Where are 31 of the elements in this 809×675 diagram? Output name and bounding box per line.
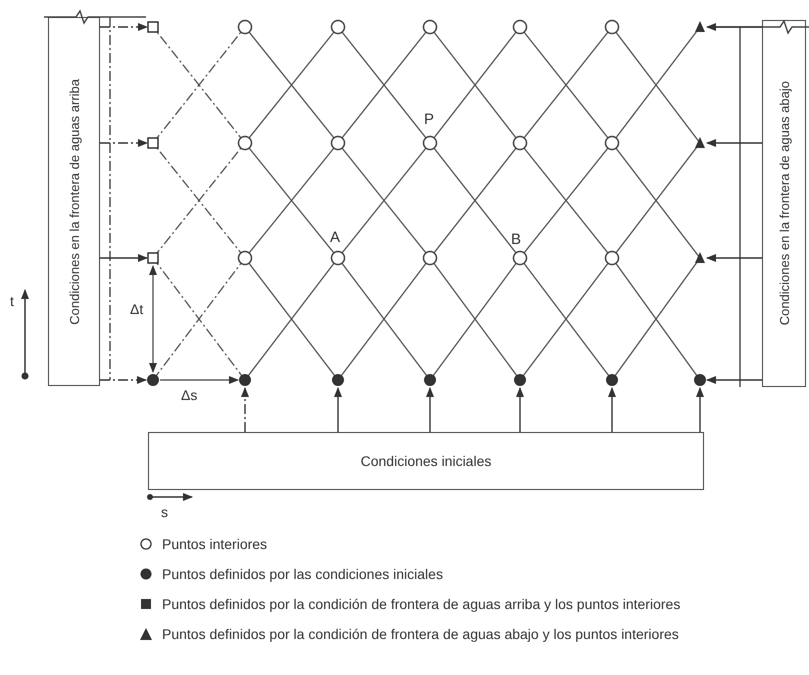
- box-text: Condiciones en la frontera de aguas abajo: [776, 81, 792, 326]
- point-label: A: [330, 230, 340, 245]
- legend-text: Puntos interiores: [162, 536, 268, 552]
- arrow: [100, 376, 147, 384]
- box-text: Condiciones en la frontera de aguas arriba: [66, 78, 82, 324]
- legend-text: Puntos definidos por la condición de frontera de aguas abajo y los puntos interiores: [162, 626, 679, 642]
- point-label: P: [424, 112, 434, 127]
- arrow: [100, 254, 148, 262]
- arrow: [100, 23, 148, 31]
- arrow: [334, 387, 342, 432]
- text-box: [48, 17, 100, 386]
- arrow: [706, 376, 762, 384]
- dimension-label: Δs: [181, 388, 198, 402]
- text-box: [148, 432, 704, 490]
- axis-label: t: [10, 294, 14, 308]
- axis-label: s: [161, 505, 168, 519]
- box-text: Condiciones iniciales: [360, 453, 492, 469]
- legend-text: Puntos definidos por las condiciones iniciales: [162, 566, 443, 582]
- arrow: [706, 139, 762, 147]
- dimension-label: Δt: [130, 302, 144, 316]
- arrow: [706, 23, 762, 31]
- legend-text: Puntos definidos por la condición de frontera de aguas arriba y los puntos interiores: [162, 596, 680, 612]
- arrow: [100, 139, 148, 147]
- arrow: [696, 387, 704, 432]
- arrow: [706, 254, 762, 262]
- arrow: [426, 387, 434, 432]
- arrow: [516, 387, 524, 432]
- point-label: B: [511, 232, 522, 247]
- arrow: [608, 387, 616, 432]
- arrow: [241, 387, 249, 432]
- text-box: [762, 20, 806, 387]
